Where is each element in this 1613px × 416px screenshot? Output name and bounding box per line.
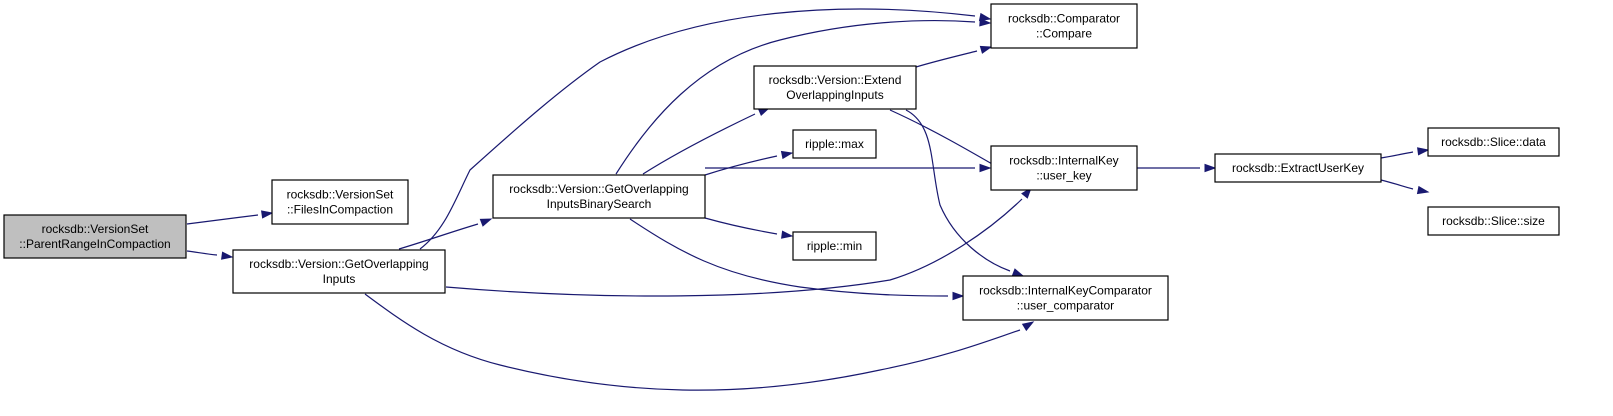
edge-get-overlapping-inputs-to-comparator-compare — [419, 8, 992, 250]
node-extend-overlapping-inputs[interactable]: rocksdb::Version::ExtendOverlappingInput… — [753, 65, 917, 110]
node-label: rocksdb::Slice::size — [1442, 214, 1545, 228]
node-box[interactable] — [792, 231, 877, 261]
node-ripple-max[interactable]: ripple::max — [792, 129, 877, 159]
arrowhead-icon — [261, 210, 274, 219]
edge-line — [1380, 151, 1414, 159]
node-label: rocksdb::Version::Extend — [769, 73, 902, 87]
node-label: rocksdb::InternalKey — [1009, 154, 1118, 168]
arrowhead-icon — [1011, 268, 1025, 277]
arrowhead-icon — [979, 18, 992, 27]
arrowhead-icon — [1417, 147, 1430, 156]
node-label: ::FilesInCompaction — [287, 203, 393, 217]
edge-get-overlapping-inputs-binary-search-to-extend-overlapping-inputs — [642, 107, 771, 175]
node-label: rocksdb::Comparator — [1008, 12, 1120, 26]
node-slice-size[interactable]: rocksdb::Slice::size — [1427, 206, 1560, 236]
edge-parent-range-to-files-in-compaction — [186, 210, 274, 225]
node-ripple-min[interactable]: ripple::min — [792, 231, 877, 261]
node-label: rocksdb::VersionSet — [42, 222, 149, 236]
edge-internal-key-user-key-to-extract-user-key — [1137, 163, 1217, 173]
node-box[interactable] — [1214, 153, 1382, 183]
edge-extract-user-key-to-slice-size — [1380, 179, 1430, 195]
node-box[interactable] — [492, 174, 706, 219]
node-label: ::user_key — [1036, 169, 1091, 183]
node-box[interactable] — [232, 249, 446, 294]
node-box[interactable] — [792, 129, 877, 159]
node-box[interactable] — [990, 145, 1138, 191]
node-label: ripple::max — [805, 137, 864, 151]
edge-line — [615, 20, 976, 175]
arrowhead-icon — [1021, 321, 1035, 332]
node-box[interactable] — [962, 275, 1169, 321]
edge-line — [419, 8, 976, 250]
node-get-overlapping-inputs-binary-search[interactable]: rocksdb::Version::GetOverlappingInputsBi… — [492, 174, 706, 219]
edge-get-overlapping-inputs-binary-search-to-comparator-compare — [615, 18, 992, 175]
node-extract-user-key[interactable]: rocksdb::ExtractUserKey — [1214, 153, 1382, 183]
node-label: OverlappingInputs — [786, 88, 883, 102]
edge-get-overlapping-inputs-binary-search-to-ripple-max — [704, 150, 794, 176]
edge-line — [1380, 179, 1414, 190]
edge-extract-user-key-to-slice-data — [1380, 147, 1430, 159]
node-label: ::user_comparator — [1017, 299, 1114, 313]
edge-line — [915, 50, 978, 68]
node-label: ripple::min — [807, 239, 862, 253]
arrowhead-icon — [781, 230, 794, 239]
node-label: rocksdb::Slice::data — [1441, 135, 1546, 149]
nodes-layer: rocksdb::VersionSet::ParentRangeInCompac… — [3, 3, 1560, 321]
edge-get-overlapping-inputs-to-get-overlapping-inputs-binary-search — [398, 218, 493, 250]
node-label: rocksdb::Version::GetOverlapping — [249, 257, 428, 271]
arrowhead-icon — [979, 45, 993, 54]
node-comparator-compare[interactable]: rocksdb::Comparator::Compare — [990, 3, 1138, 49]
edge-line — [905, 109, 1011, 272]
arrowhead-icon — [221, 251, 234, 260]
edge-line — [629, 218, 949, 297]
edge-line — [445, 198, 1023, 297]
node-label: rocksdb::VersionSet — [287, 188, 394, 202]
edge-line — [186, 250, 218, 256]
edge-extend-overlapping-inputs-to-comparator-compare — [915, 45, 993, 68]
edge-get-overlapping-inputs-binary-search-to-ripple-min — [704, 217, 794, 239]
edges-layer — [186, 8, 1430, 391]
edge-line — [704, 217, 778, 235]
edge-line — [364, 293, 1021, 391]
node-slice-data[interactable]: rocksdb::Slice::data — [1427, 127, 1560, 157]
edge-get-overlapping-inputs-binary-search-to-internal-key-comparator-user-comparator — [629, 218, 965, 301]
arrowhead-icon — [979, 163, 992, 173]
edge-extend-overlapping-inputs-to-internal-key-comparator-user-comparator — [905, 109, 1025, 277]
edge-line — [889, 109, 1007, 173]
arrowhead-icon — [479, 218, 493, 227]
arrowhead-icon — [952, 291, 965, 301]
node-label: rocksdb::Version::GetOverlapping — [509, 182, 688, 196]
node-label: rocksdb::ExtractUserKey — [1232, 161, 1364, 175]
node-files-in-compaction[interactable]: rocksdb::VersionSet::FilesInCompaction — [271, 179, 409, 225]
node-label: Inputs — [323, 272, 356, 286]
edge-parent-range-to-get-overlapping-inputs — [186, 250, 234, 260]
edge-line — [704, 155, 778, 176]
node-box[interactable] — [271, 179, 409, 225]
node-box[interactable] — [3, 214, 187, 259]
node-box[interactable] — [1427, 206, 1560, 236]
node-internal-key-comparator-user-comparator[interactable]: rocksdb::InternalKeyComparator::user_com… — [962, 275, 1169, 321]
node-box[interactable] — [753, 65, 917, 110]
node-parent-range[interactable]: rocksdb::VersionSet::ParentRangeInCompac… — [3, 214, 187, 259]
edge-line — [186, 214, 259, 225]
arrowhead-icon — [978, 12, 992, 22]
arrowhead-icon — [780, 150, 794, 160]
arrowhead-icon — [1416, 185, 1430, 195]
edge-get-overlapping-inputs-to-internal-key-comparator-user-comparator — [364, 293, 1035, 391]
node-label: InputsBinarySearch — [547, 197, 652, 211]
node-internal-key-user-key[interactable]: rocksdb::InternalKey::user_key — [990, 145, 1138, 191]
node-box[interactable] — [990, 3, 1138, 49]
edge-get-overlapping-inputs-binary-search-to-internal-key-user-key — [705, 163, 992, 173]
node-label: ::Compare — [1036, 27, 1092, 41]
edge-line — [642, 113, 756, 175]
node-label: ::ParentRangeInCompaction — [19, 237, 170, 251]
node-label: rocksdb::InternalKeyComparator — [979, 284, 1152, 298]
edge-line — [398, 223, 479, 250]
node-box[interactable] — [1427, 127, 1560, 157]
arrowhead-icon — [1204, 163, 1217, 173]
